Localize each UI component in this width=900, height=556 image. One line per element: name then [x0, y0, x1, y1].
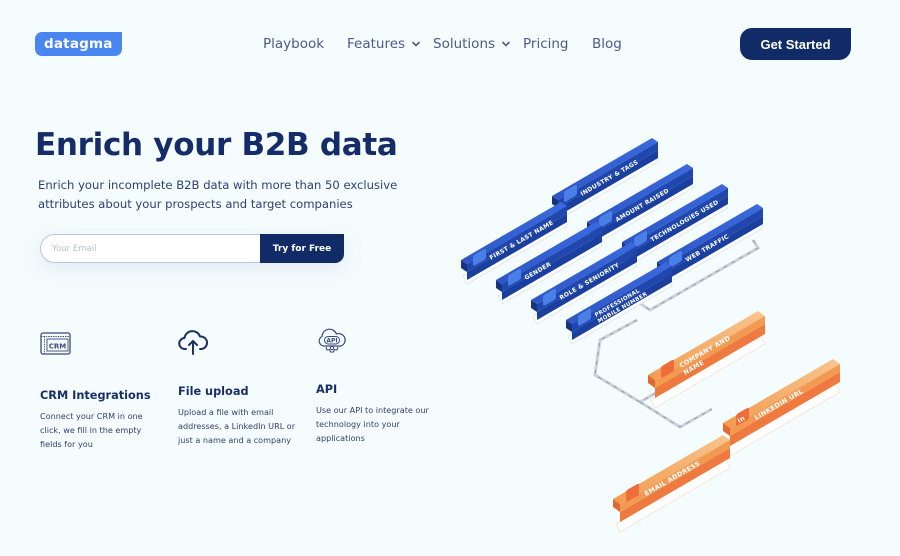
data-enrichment-illustration: INDUSTRY & TAGS AMOUNT RAISED TECHNOLOGI…	[440, 120, 900, 540]
chevron-down-icon	[502, 41, 510, 47]
linkedin-icon	[736, 407, 749, 426]
signup-form: Try for Free	[40, 234, 344, 263]
nav-playbook[interactable]: Playbook	[263, 36, 324, 52]
email-icon	[626, 483, 639, 502]
nav-features[interactable]: Features	[347, 36, 421, 52]
input-card-linkedin-url: in LINKEDIN URL	[723, 359, 841, 457]
feature-crm-description: Connect your CRM in one click, we fill i…	[40, 411, 143, 449]
feature-file-upload-description: Upload a file with email addresses, a Li…	[178, 407, 296, 445]
datagma-logo[interactable]: datagma	[35, 32, 122, 56]
id-icon	[473, 248, 486, 266]
chevron-down-icon	[412, 41, 420, 47]
try-for-free-button[interactable]: Try for Free	[260, 234, 344, 263]
input-card-email-address: EMAIL ADDRESS	[613, 435, 731, 533]
building-icon	[661, 359, 674, 378]
briefcase-icon	[543, 288, 556, 306]
attribute-card-gender: GENDER	[495, 221, 603, 305]
phone-icon	[578, 308, 591, 326]
feature-crm: CRM CRM Integrations Connect your CRM in…	[40, 327, 165, 451]
feature-file-upload-title: File upload	[178, 385, 249, 398]
nav-blog-label: Blog	[592, 36, 622, 52]
monitor-icon	[634, 230, 647, 248]
feature-file-upload: File upload Upload a file with email add…	[178, 327, 303, 447]
nav-pricing[interactable]: Pricing	[523, 36, 569, 52]
nav-pricing-label: Pricing	[523, 36, 569, 52]
nav-solutions[interactable]: Solutions	[433, 36, 511, 52]
svg-text:in: in	[736, 414, 747, 425]
nav-playbook-label: Playbook	[263, 36, 325, 52]
gender-icon	[508, 268, 521, 286]
connector-lines	[593, 239, 761, 429]
svg-text:API: API	[326, 338, 337, 345]
feature-crm-title: CRM Integrations	[40, 389, 151, 402]
feature-api-title: API	[316, 383, 338, 396]
traffic-icon	[669, 250, 682, 268]
get-started-button[interactable]: Get Started	[740, 28, 851, 60]
hero-subtitle: Enrich your incomplete B2B data with mor…	[38, 178, 398, 211]
crm-icon: CRM	[40, 332, 71, 355]
tag-icon	[564, 184, 577, 202]
feature-api-description: Use our API to integrate our technology …	[316, 405, 429, 443]
email-input[interactable]	[40, 234, 260, 263]
feature-api: API API Use our API to integrate our tec…	[316, 327, 441, 445]
input-card-company-name: COMPANY AND NAME	[648, 311, 766, 409]
svg-text:CRM: CRM	[49, 342, 67, 350]
hero-title: Enrich your B2B data	[35, 127, 398, 163]
cloud-upload-icon	[178, 330, 208, 355]
api-cloud-gear-icon: API	[318, 328, 346, 353]
nav-features-label: Features	[347, 36, 406, 52]
nav-blog[interactable]: Blog	[592, 36, 622, 52]
dollar-icon	[599, 210, 612, 228]
nav-solutions-label: Solutions	[433, 36, 496, 52]
